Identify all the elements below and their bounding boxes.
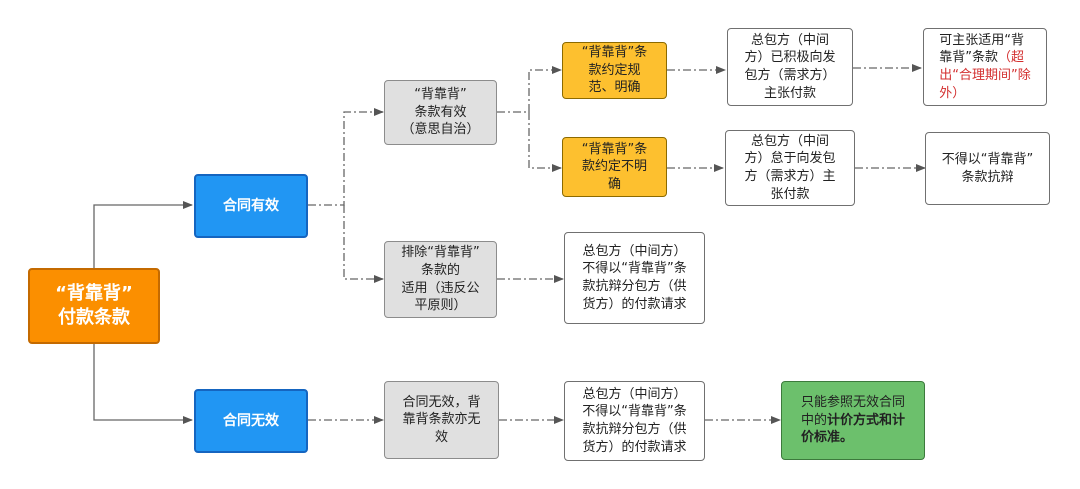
edge-valid-excluded [343, 205, 384, 283]
edge-root-invalid [93, 342, 193, 424]
cannot-assert-node: 不得以“背靠背” 条款抗辩 [925, 132, 1050, 205]
no-defense-node-2: 总包方（中间方） 不得以“背靠背”条 款抗辩分包方（供 货方）的付款请求 [564, 381, 705, 461]
can-assert-text: 可主张适用“背 靠背”条款 [939, 32, 1024, 66]
clause-void-node: 合同无效，背 靠背条款亦无 效 [384, 381, 499, 459]
clause-excluded-node: 排除“背靠背” 条款的 适用（违反公 平原则） [384, 241, 497, 318]
edge-root-valid [93, 201, 193, 268]
root-node: “背靠背” 付款条款 [28, 268, 160, 344]
contract-invalid-node: 合同无效 [194, 389, 308, 453]
agreement-unclear-node: “背靠背”条 款约定不明 确 [562, 137, 667, 197]
can-assert-exception: （超 出“合理期间”除 外） [939, 50, 1031, 101]
edge-valid-effective [308, 108, 384, 206]
can-assert-node: 可主张适用“背 靠背”条款（超 出“合理期间”除 外） [923, 28, 1047, 106]
no-defense-node-1: 总包方（中间方） 不得以“背靠背”条 款抗辩分包方（供 货方）的付款请求 [564, 232, 705, 324]
clause-effective-node: “背靠背” 条款有效 （意思自治） [384, 80, 497, 145]
only-reference-text: 只能参照无效合同 中的 [800, 395, 905, 428]
agreement-clear-node: “背靠背”条 款约定规 范、明确 [562, 42, 667, 99]
edge-effective-unclear [528, 112, 562, 172]
contractor-lazy-node: 总包方（中间 方）怠于向发包 方（需求方）主 张付款 [725, 130, 855, 206]
only-reference-node: 只能参照无效合同 中的计价方式和计 价标准。 [781, 381, 925, 460]
contract-valid-node: 合同有效 [194, 174, 308, 238]
only-reference-emphasis: 计价方式和计 价标准。 [800, 412, 906, 446]
edge-effective-clear [497, 66, 562, 113]
contractor-claimed-node: 总包方（中间 方）已积极向发 包方（需求方） 主张付款 [727, 28, 853, 106]
